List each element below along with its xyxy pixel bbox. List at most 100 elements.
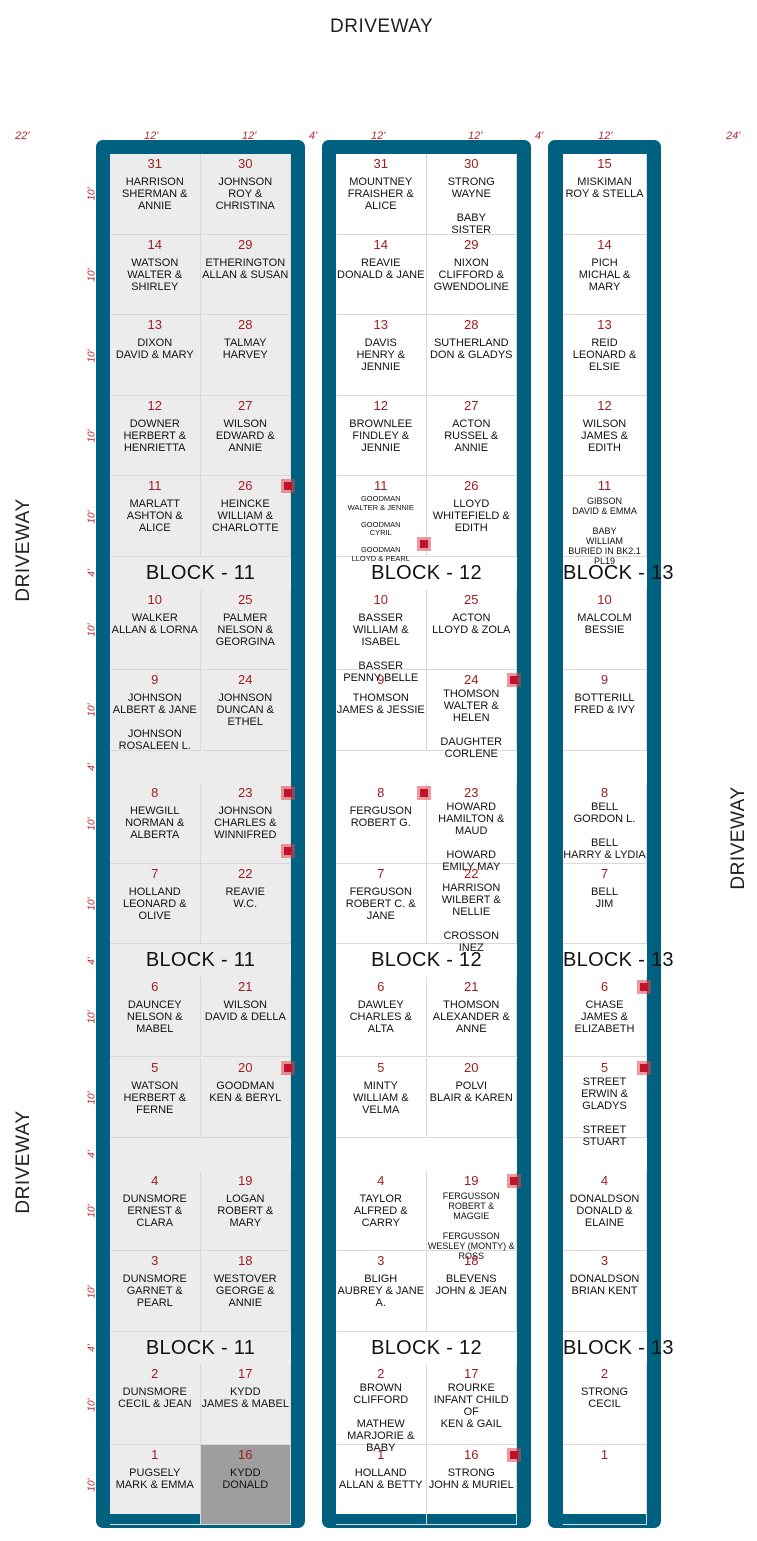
plot-number: 9	[600, 672, 609, 688]
plot-names: DAUNCEY NELSON & MABEL	[126, 998, 183, 1035]
plot-names: SUTHERLAND DON & GLADYS	[429, 337, 513, 362]
plot-number: 26	[464, 478, 479, 494]
plot-number: 27	[464, 397, 479, 413]
plot-number: 6	[151, 978, 159, 994]
plot-names: MARLATT ASHTON & ALICE	[126, 498, 183, 535]
plot-names: HOLLAND ALLAN & BETTY	[338, 1466, 423, 1491]
plot-names: REID LEONARD & ELSIE	[572, 337, 637, 374]
block-label: BLOCK - 12	[371, 1336, 482, 1359]
plot-number: 20	[238, 1059, 253, 1075]
plot-number: 4	[377, 1172, 385, 1188]
plot-number: 1	[377, 1446, 385, 1462]
plot-names: ROURKE INFANT CHILD OF KEN & GAIL	[433, 1382, 509, 1431]
plot-names: THOMSON WALTER & HELEN DAUGHTER CORLENE	[440, 688, 503, 761]
plot-cell[interactable]: 1	[563, 1444, 647, 1526]
plot-names: MOUNTNEY FRAISHER & ALICE	[347, 176, 414, 212]
plot-number: 7	[600, 865, 609, 881]
plot-names: STRONG JOHN & MURIEL	[428, 1466, 514, 1491]
plot-number: 11	[148, 478, 162, 494]
plot-names: FERGUSON ROBERT G.	[349, 805, 412, 830]
plot-number: 29	[464, 236, 479, 252]
plot-number: 13	[373, 317, 388, 333]
plot-number: 16	[464, 1446, 479, 1462]
plot-number: 12	[373, 397, 388, 413]
plot-names: STREET ERWIN & GLADYS STREET STUART	[581, 1075, 628, 1148]
